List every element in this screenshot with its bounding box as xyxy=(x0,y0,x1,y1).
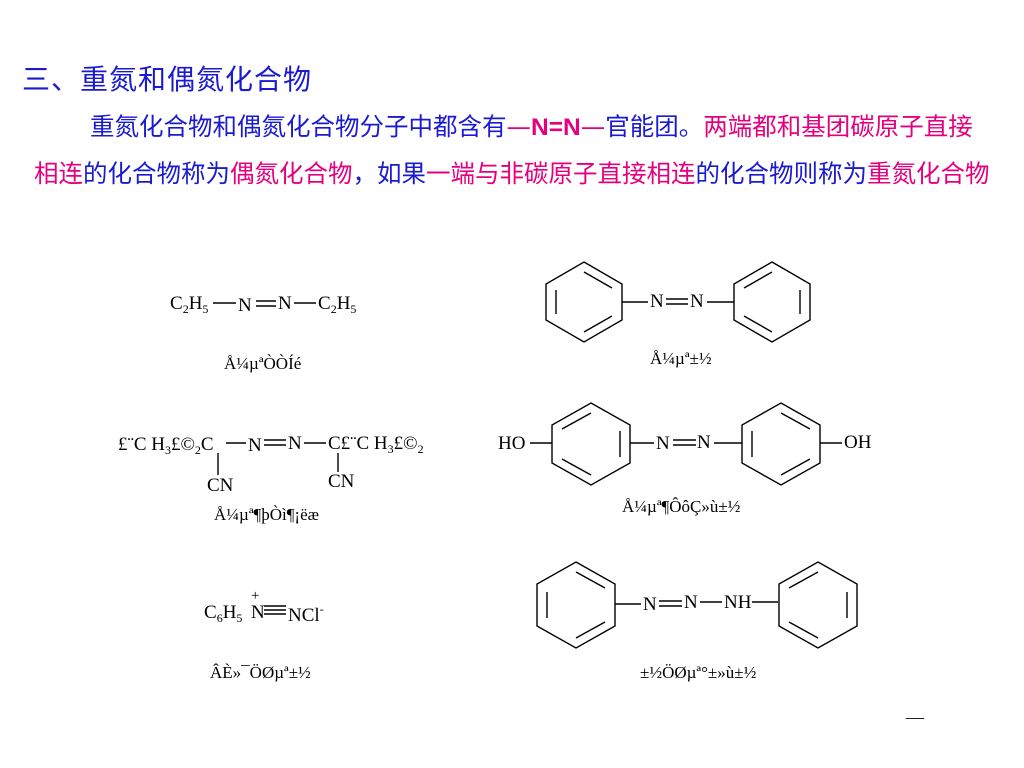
paragraph-segment-10: 的化合物则称为 xyxy=(695,159,868,188)
paragraph-segment-8: ，如果 xyxy=(352,159,427,188)
aibn-right-group: C£¨C H3£©2 xyxy=(328,433,424,456)
azoethane-left-ethyl: C2H5 xyxy=(170,293,209,316)
dihydroxyazobenzene-n2: N xyxy=(697,432,711,453)
paragraph-segment-5: 两端都和基团碳原子直接相连 xyxy=(34,112,973,188)
paragraph-segment-1: — xyxy=(506,112,532,141)
azobenzene-n1: N xyxy=(650,291,664,312)
dihydroxyazobenzene-oh: OH xyxy=(844,432,872,453)
paragraph-segment-6: 的化合物称为 xyxy=(83,159,230,188)
paragraph-segment-2: N=N xyxy=(531,114,581,141)
aibn-cyano-right: CN xyxy=(328,471,355,492)
azobenzene-n2: N xyxy=(690,291,704,312)
paragraph-segment-7: 偶氮化合物 xyxy=(230,159,353,188)
paragraph-segment-0: 重氮化合物和偶氮化合物分子中都含有 xyxy=(90,112,507,141)
aibn-n2: N xyxy=(288,433,302,454)
aibn-cyano-left: CN xyxy=(207,475,234,496)
paragraph-segment-11: 重氮化合物 xyxy=(867,159,990,188)
azoethane-n1: N xyxy=(238,295,252,316)
paragraph-segment-3: — xyxy=(580,112,606,141)
azoethane-caption: Å¼µªÒÒÍé xyxy=(224,354,302,373)
dihydroxyazobenzene-n1: N xyxy=(656,433,670,454)
page-mark: — xyxy=(906,707,924,727)
slide-heading: 三、重氮和偶氮化合物 xyxy=(22,63,313,96)
azoethane-n2: N xyxy=(278,293,292,314)
diazoaminobenzene-n1: N xyxy=(643,594,657,615)
diazoaminobenzene-nh: NH xyxy=(724,592,752,613)
diazoaminobenzene-caption: ±½ÖØµª°±»ù±½ xyxy=(640,663,757,682)
paragraph-segment-4: 官能团。 xyxy=(605,112,704,141)
aibn-left-group: £¨C H3£©2C xyxy=(118,434,214,457)
diazonium-ncl: NCl- xyxy=(288,602,324,626)
paragraph-segment-9: 一端与非碳原子直接相连 xyxy=(426,159,696,188)
diazonium-phenyl: C6H5 xyxy=(204,602,243,625)
aibn-caption: Å¼µª¶þÒì¶¡ëæ xyxy=(214,505,319,524)
azoethane-right-ethyl: C2H5 xyxy=(318,293,357,316)
diazoaminobenzene-n2: N xyxy=(684,592,698,613)
diazonium-plus-charge: + xyxy=(251,588,260,604)
dihydroxyazobenzene-caption: Å¼µª¶ÔôÇ»ù±½ xyxy=(622,497,741,516)
dihydroxyazobenzene-ho: HO xyxy=(498,433,526,454)
diazonium-caption: ÂÈ»¯ÖØµª±½ xyxy=(210,663,311,682)
diazonium-n-plus: N xyxy=(251,602,265,623)
azobenzene-caption: Å¼µª±½ xyxy=(650,349,712,368)
definition-paragraph: 重氮化合物和偶氮化合物分子中都含有—N=N—官能团。两端都和基团碳原子直接相连的… xyxy=(34,104,994,197)
aibn-n1: N xyxy=(248,435,262,456)
